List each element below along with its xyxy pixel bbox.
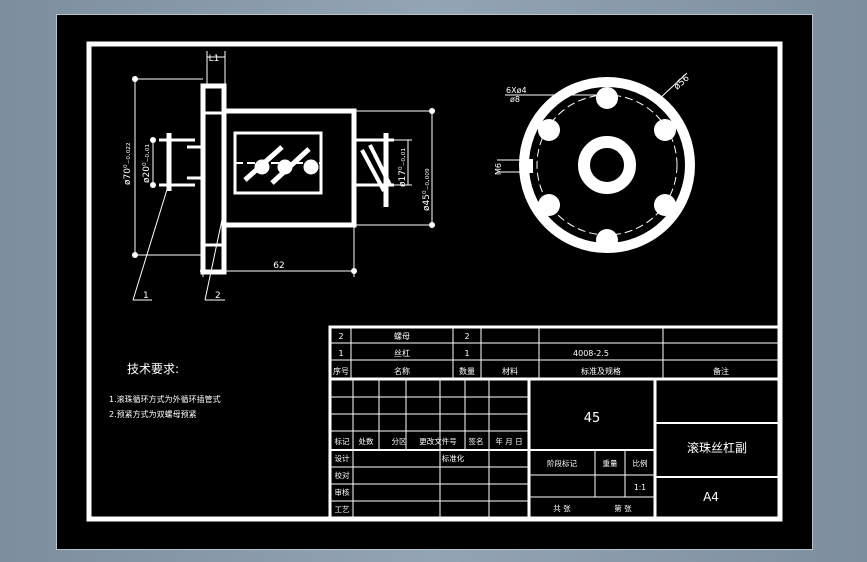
label-total-sheets: 共 张 xyxy=(553,504,571,513)
rev-label-date: 年 月 日 xyxy=(495,436,522,446)
bom-row-2-spec: 4008-2.5 xyxy=(573,349,609,358)
material-mark: 45 xyxy=(584,411,601,426)
rev-label-mark: 标记 xyxy=(335,436,350,446)
bom-row-1-qty: 2 xyxy=(464,332,469,341)
bom-header-spec: 标准及规格 xyxy=(581,366,621,376)
leader-label-1: 1 xyxy=(143,291,149,301)
tech-req-item-1: 1.滚珠循环方式为外循环插管式 xyxy=(109,394,221,404)
tech-req-title: 技术要求: xyxy=(127,362,179,376)
rev-label-sign: 签名 xyxy=(469,436,484,446)
rev-label-zone: 分区 xyxy=(392,437,407,446)
drawing-canvas: L1 ø70⁰₋₀.₀₂₂ ø20⁰₋₀.₀₁ ø17⁰₋₀.₀₁ ø45⁰₋₀… xyxy=(56,14,813,550)
label-process: 工艺 xyxy=(335,505,350,514)
dim-length: 62 xyxy=(273,261,284,271)
label-weight: 重量 xyxy=(603,459,618,468)
bom-header-material: 材料 xyxy=(502,366,518,376)
dim-nut-dia: ø45⁰₋₀.₀₀₉ xyxy=(422,168,432,211)
leader-label-2: 2 xyxy=(215,291,221,301)
dim-thread: M6 xyxy=(494,163,503,175)
nut-body xyxy=(221,108,357,228)
front-view xyxy=(132,51,435,301)
side-view xyxy=(497,72,695,253)
bom-header-no: 序号 xyxy=(333,366,349,376)
label-scale: 比例 xyxy=(633,458,648,468)
rev-label-count: 处数 xyxy=(359,436,374,446)
label-check: 校对 xyxy=(335,470,350,480)
sheet-size: A4 xyxy=(703,490,719,504)
label-design: 设计 xyxy=(335,453,350,463)
label-sheet-no: 第 张 xyxy=(614,503,632,513)
bom-header-qty: 数量 xyxy=(459,366,475,376)
bom-header-note: 备注 xyxy=(713,366,729,376)
label-review: 审核 xyxy=(335,487,350,497)
bom-row-2-no: 1 xyxy=(338,349,343,358)
dim-flange-dia: ø70⁰₋₀.₀₂₂ xyxy=(123,142,133,185)
bom-header-name: 名称 xyxy=(394,366,410,376)
bom-row-2-name: 丝杠 xyxy=(394,348,410,358)
bom-row-1-no: 2 xyxy=(338,332,343,341)
rev-label-doc: 更改文件号 xyxy=(419,436,457,446)
dim-l1: L1 xyxy=(209,54,220,64)
scale-value: 1:1 xyxy=(634,483,646,492)
dim-right-small-dia: ø17⁰₋₀.₀₁ xyxy=(398,148,408,187)
title-block xyxy=(328,325,781,520)
pitch-circle xyxy=(536,94,678,236)
bom-row-2-qty: 1 xyxy=(464,349,469,358)
label-standardize: 标准化 xyxy=(442,453,465,463)
tech-req-item-2: 2.预紧方式为双螺母预紧 xyxy=(109,409,197,419)
engineering-drawing: L1 ø70⁰₋₀.₀₂₂ ø20⁰₋₀.₀₁ ø17⁰₋₀.₀₁ ø45⁰₋₀… xyxy=(86,41,783,522)
bom-row-1-name: 螺母 xyxy=(394,331,410,341)
label-stage-mark: 阶段标记 xyxy=(547,458,577,468)
dim-counterbore: ø8 xyxy=(510,95,520,104)
drawing-title: 滚珠丝杠副 xyxy=(687,440,747,455)
dim-left-small-dia: ø20⁰₋₀.₀₁ xyxy=(142,144,152,183)
center-bore xyxy=(578,136,636,194)
dim-holes: 6Xø4 xyxy=(506,86,527,95)
dim-pitch-circle: ø56 xyxy=(672,73,691,92)
